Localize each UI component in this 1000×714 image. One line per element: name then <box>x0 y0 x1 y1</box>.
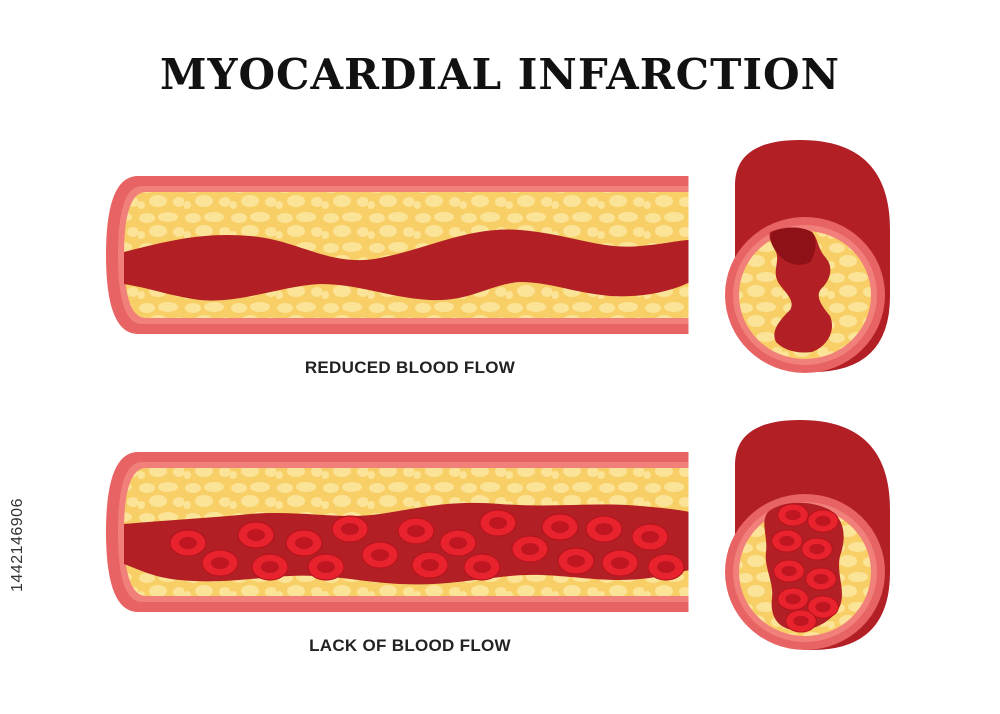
reduced-blood-flow-caption: REDUCED BLOOD FLOW <box>304 358 516 377</box>
stock-image-id: 1442146906 <box>8 476 28 616</box>
lack-of-blood-flow-caption: LACK OF BLOOD FLOW <box>309 636 511 655</box>
stock-image-id-text: 1442146906 <box>9 498 26 592</box>
reduced-flow-vessel <box>106 176 692 334</box>
lack-flow-cross-section <box>725 420 890 650</box>
narrowed-lumen <box>124 229 690 301</box>
lack-flow-vessel <box>106 452 692 612</box>
reduced-flow-cross-section <box>725 140 890 373</box>
lumen-shadow <box>770 227 816 265</box>
page-title: MYOCARDIAL INFARCTION <box>160 50 840 99</box>
